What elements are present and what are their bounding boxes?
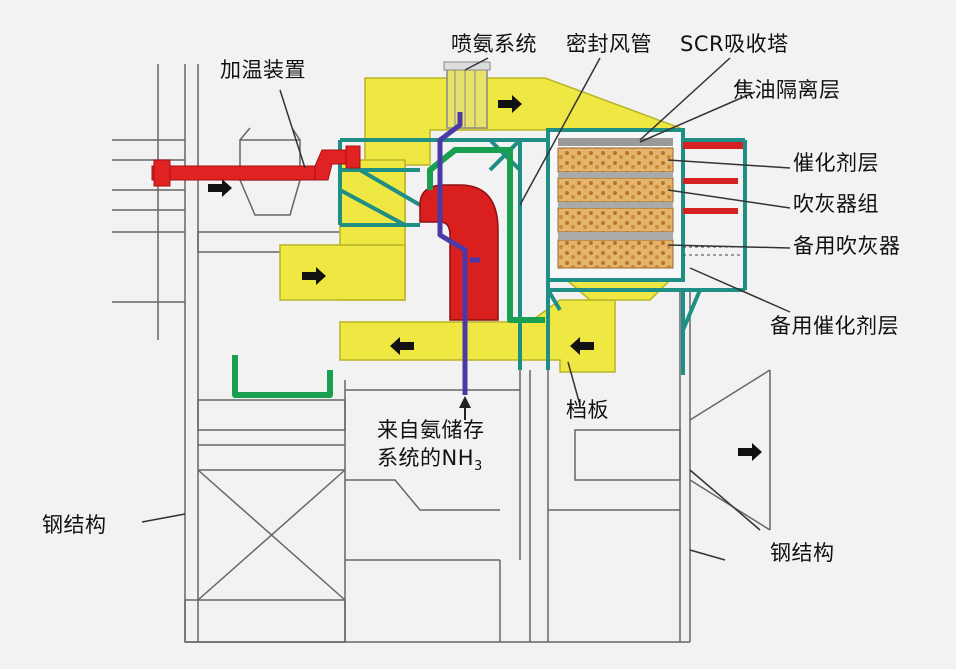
- label-damper: 档板: [566, 398, 609, 422]
- flow-arrows: [208, 95, 762, 461]
- red-elbow-duct: [419, 184, 499, 321]
- label-spare-catalyst-layer: 备用催化剂层: [770, 314, 899, 338]
- nh3-up-arrow: [459, 396, 471, 408]
- label-heating-device: 加温装置: [220, 58, 306, 82]
- heater-pipe: [151, 145, 361, 187]
- label-seal-air-duct: 密封风管: [566, 32, 652, 56]
- green-pipe: [232, 147, 545, 398]
- label-ammonia-injection: 喷氨系统: [451, 32, 537, 56]
- ammonia-pipe: [437, 112, 480, 395]
- leader-lines: [141, 57, 791, 561]
- ammonia-injection-stack: [443, 61, 491, 129]
- building-outline: [112, 64, 771, 643]
- scr-tower-body: [546, 128, 685, 282]
- label-nh3-source-1: 来自氨储存: [377, 418, 485, 442]
- label-soot-blower-group: 吹灰器组: [793, 192, 879, 216]
- label-catalyst-layer: 催化剂层: [793, 151, 879, 175]
- label-steel-structure-right: 钢结构: [770, 541, 835, 565]
- label-scr-tower: SCR吸收塔: [680, 32, 789, 56]
- label-steel-structure-left: 钢结构: [42, 513, 107, 537]
- label-nh3-subscript: 3: [474, 459, 483, 475]
- soot-blowers: [683, 142, 745, 214]
- label-nh3-source-2: 系统的NH3: [377, 446, 483, 475]
- label-coke-oil-layer: 焦油隔离层: [733, 78, 841, 102]
- label-spare-soot-blower: 备用吹灰器: [793, 234, 901, 258]
- label-nh3-source-2-text: 系统的NH: [377, 446, 474, 470]
